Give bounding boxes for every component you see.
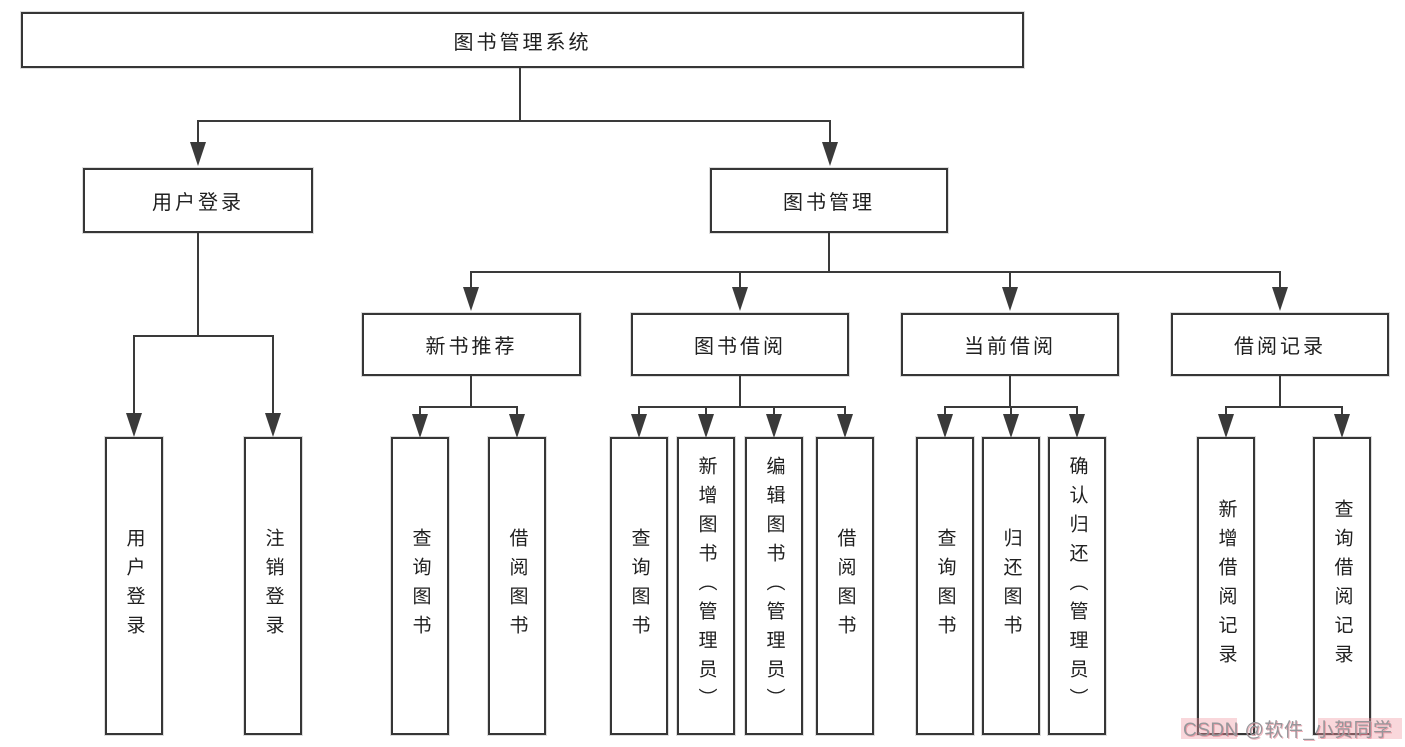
arrow-down-icon: [190, 142, 206, 166]
arrow-down-icon: [837, 414, 853, 438]
node-current-borrow: 当前借阅: [901, 313, 1119, 376]
arrow-down-icon: [937, 414, 953, 438]
connector-line: [739, 376, 741, 408]
arrow-down-icon: [822, 142, 838, 166]
leaf-user-login: 用户登录: [105, 437, 163, 735]
leaf-borrow-query-book-label: 查询图书: [628, 528, 650, 644]
connector-line: [197, 233, 199, 337]
connector-line: [1279, 271, 1281, 289]
leaf-borrow-edit-book-admin-label: 编辑图书（管理员）: [763, 455, 785, 717]
leaf-current-return-book-label: 归还图书: [1000, 528, 1022, 644]
leaf-current-confirm-return-admin-label: 确认归还（管理员）: [1066, 455, 1088, 717]
arrow-down-icon: [265, 413, 281, 437]
leaf-borrow-add-book-admin: 新增图书（管理员）: [677, 437, 735, 735]
leaf-newbook-query-book-label: 查询图书: [409, 528, 431, 644]
leaf-borrow-borrow-book: 借阅图书: [816, 437, 874, 735]
node-root-label: 图书管理系统: [453, 31, 592, 54]
connector-line: [944, 406, 946, 416]
arrow-down-icon: [1272, 287, 1288, 311]
leaf-record-add-record: 新增借阅记录: [1197, 437, 1255, 735]
connector-line: [1341, 406, 1343, 416]
connector-line: [1279, 376, 1281, 408]
node-borrow-record-label: 借阅记录: [1234, 336, 1326, 358]
connector-line: [828, 233, 830, 273]
connector-line: [1225, 406, 1227, 416]
leaf-borrow-borrow-book-label: 借阅图书: [834, 528, 856, 644]
node-book-management: 图书管理: [710, 168, 948, 233]
watermark: CSDN @软件_小贺同学: [1183, 720, 1393, 741]
watermark-accent: [1318, 718, 1402, 739]
leaf-current-return-book: 归还图书: [982, 437, 1040, 735]
watermark-accent: [1181, 718, 1237, 739]
leaf-current-query-book-label: 查询图书: [934, 528, 956, 644]
leaf-borrow-edit-book-admin: 编辑图书（管理员）: [745, 437, 803, 735]
arrow-down-icon: [412, 414, 428, 438]
leaf-user-login-label: 用户登录: [123, 528, 145, 644]
arrow-down-icon: [631, 414, 647, 438]
connector-line: [638, 406, 640, 416]
arrow-down-icon: [766, 414, 782, 438]
arrow-down-icon: [509, 414, 525, 438]
node-borrow-record: 借阅记录: [1171, 313, 1389, 376]
arrow-down-icon: [1334, 414, 1350, 438]
connector-line: [739, 271, 741, 289]
arrow-down-icon: [1002, 287, 1018, 311]
leaf-borrow-query-book: 查询图书: [610, 437, 668, 735]
leaf-borrow-add-book-admin-label: 新增图书（管理员）: [695, 455, 717, 717]
leaf-record-query-record: 查询借阅记录: [1313, 437, 1371, 735]
leaf-current-query-book: 查询图书: [916, 437, 974, 735]
connector-line: [134, 335, 274, 337]
leaf-logout: 注销登录: [244, 437, 302, 735]
connector-line: [519, 68, 521, 122]
leaf-record-add-record-label: 新增借阅记录: [1215, 499, 1237, 673]
connector-line: [1076, 406, 1078, 416]
node-new-book-recommend: 新书推荐: [362, 313, 581, 376]
arrow-down-icon: [126, 413, 142, 437]
node-book-borrow: 图书借阅: [631, 313, 849, 376]
connector-line: [1010, 406, 1012, 416]
connector-line: [705, 406, 707, 416]
node-new-book-recommend-label: 新书推荐: [425, 336, 518, 358]
arrow-down-icon: [732, 287, 748, 311]
leaf-newbook-borrow-book: 借阅图书: [488, 437, 546, 735]
connector-line: [516, 406, 518, 416]
leaf-newbook-query-book: 查询图书: [391, 437, 449, 735]
arrow-down-icon: [463, 287, 479, 311]
node-book-borrow-label: 图书借阅: [694, 336, 786, 358]
connector-line: [829, 120, 831, 146]
arrow-down-icon: [698, 414, 714, 438]
connector-line: [419, 406, 421, 416]
node-user-login-label: 用户登录: [152, 192, 244, 214]
connector-line: [1226, 406, 1342, 408]
leaf-record-query-record-label: 查询借阅记录: [1331, 499, 1353, 673]
arrow-down-icon: [1218, 414, 1234, 438]
arrow-down-icon: [1069, 414, 1085, 438]
connector-line: [471, 271, 1281, 273]
connector-line: [420, 406, 518, 408]
connector-line: [1009, 376, 1011, 408]
node-book-management-label: 图书管理: [783, 192, 875, 214]
node-current-borrow-label: 当前借阅: [964, 336, 1056, 358]
connector-line: [773, 406, 775, 416]
connector-line: [133, 335, 135, 417]
leaf-newbook-borrow-book-label: 借阅图书: [506, 528, 528, 644]
connector-line: [844, 406, 846, 416]
connector-line: [639, 406, 845, 408]
connector-line: [1009, 271, 1011, 289]
node-root: 图书管理系统: [21, 12, 1024, 68]
leaf-current-confirm-return-admin: 确认归还（管理员）: [1048, 437, 1106, 735]
connector-line: [272, 335, 274, 417]
arrow-down-icon: [1003, 414, 1019, 438]
connector-line: [470, 376, 472, 408]
connector-line: [197, 120, 831, 122]
connector-line: [470, 271, 472, 289]
leaf-logout-label: 注销登录: [262, 528, 284, 644]
node-user-login: 用户登录: [83, 168, 313, 233]
connector-line: [197, 120, 199, 146]
